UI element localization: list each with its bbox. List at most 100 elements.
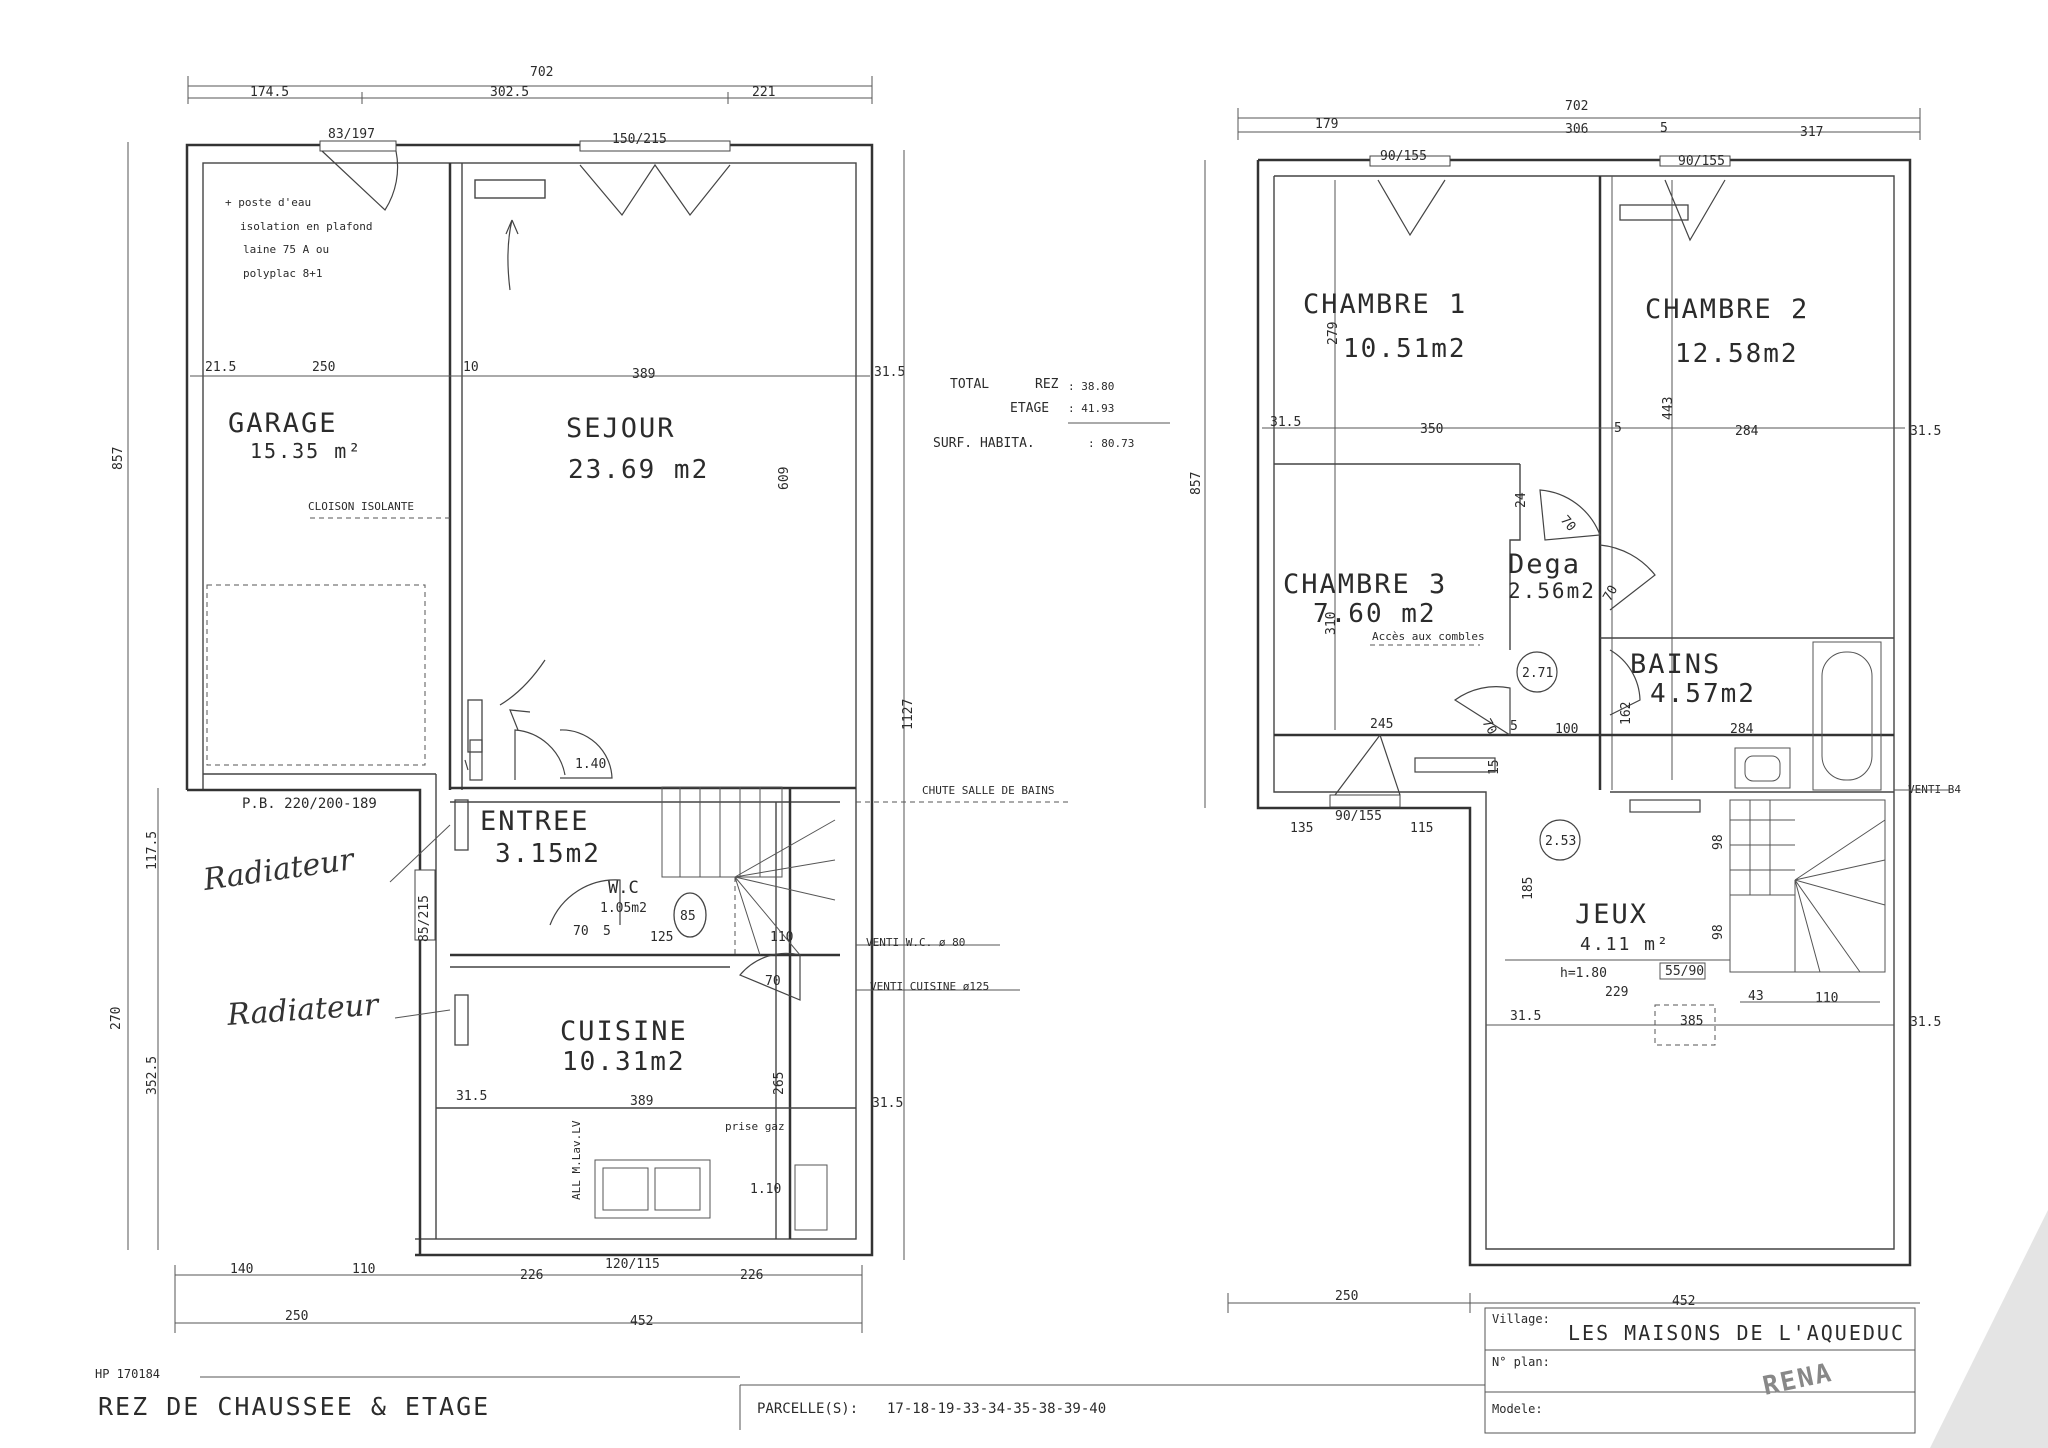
kitchen-sink xyxy=(594,1159,711,1219)
ff-dim-v-279: 279 xyxy=(1326,322,1341,345)
note-isolation-2: laine 75 A ou xyxy=(243,243,329,256)
dim-top-1: 174.5 xyxy=(250,85,289,100)
radiator-entree xyxy=(454,799,469,851)
summary-total-label: TOTAL xyxy=(950,377,989,392)
ff-dim-b-245: 245 xyxy=(1370,717,1393,732)
ff-room-name-chambre-1: CHAMBRE 1 xyxy=(1303,289,1467,320)
ff-dim-j-5590: 55/90 xyxy=(1665,964,1704,979)
ff-dim-window-2: 90/155 xyxy=(1678,154,1725,169)
ff-dim-j-98b: 98 xyxy=(1711,924,1726,940)
dim-r-215: 21.5 xyxy=(205,360,236,375)
outer-wall xyxy=(185,143,874,1257)
ff-dim-j-315: 31.5 xyxy=(1510,1009,1541,1024)
ff-dim-d-70a: 70 xyxy=(1600,583,1621,604)
note-isolation-3: polyplac 8+1 xyxy=(243,267,322,280)
ff-room-name-chambre-2: CHAMBRE 2 xyxy=(1645,294,1809,325)
ff-circle-2 xyxy=(1539,819,1581,861)
summary-surf-label: SURF. HABITA. xyxy=(933,436,1035,451)
note-poste: + poste d'eau xyxy=(225,196,311,209)
ff-dim-r-284: 284 xyxy=(1735,424,1759,439)
dim-wc-85: 85 xyxy=(680,909,696,924)
room-area-cuisine: 10.31m2 xyxy=(562,1047,686,1077)
ff-room-area-bains: 4.57m2 xyxy=(1650,679,1756,709)
dim-h-857: 857 xyxy=(111,447,126,470)
title-modele-label: Modele: xyxy=(1492,1402,1543,1416)
title-stamp: RENA xyxy=(1760,1358,1835,1402)
note-venti-cuisine: VENTI CUISINE ø125 xyxy=(870,980,989,993)
ff-dim-top-2: 306 xyxy=(1565,122,1588,137)
ff-dim-v-24: 24 xyxy=(1514,492,1529,508)
note-pb: P.B. 220/200-189 xyxy=(242,796,377,812)
dim-window-1: 83/197 xyxy=(328,127,375,142)
dim-k-110: 1.10 xyxy=(750,1182,781,1197)
dim-bot-226b: 226 xyxy=(740,1268,763,1283)
dim-wc-110: 110 xyxy=(770,930,793,945)
ff-room-area-chambre-2: 12.58m2 xyxy=(1675,339,1799,369)
ff-room-name-bains: BAINS xyxy=(1630,649,1721,680)
scan-edge-shadow xyxy=(1930,1210,2048,1448)
dim-h-609: 609 xyxy=(777,467,792,490)
ff-dim-j-110: 110 xyxy=(1815,991,1838,1006)
ff-dim-j-win: 90/155 xyxy=(1335,809,1382,824)
ff-dim-b-5: 5 xyxy=(1510,719,1518,734)
ff-outer-wall xyxy=(1256,158,1912,1267)
dim-d-140: 1.40 xyxy=(575,757,606,772)
ff-dim-v-443: 443 xyxy=(1661,397,1676,420)
ff-dim-top-3: 5 xyxy=(1660,121,1668,136)
ff-circle-1 xyxy=(1516,651,1558,693)
note-chute: CHUTE SALLE DE BAINS xyxy=(922,784,1054,797)
ff-dim-j-115: 115 xyxy=(1410,821,1433,836)
ff-dim-j-43: 43 xyxy=(1748,989,1764,1004)
ff-dim-j-135: 135 xyxy=(1290,821,1313,836)
title-block: HP 170184 REZ DE CHAUSSEE & ETAGE PARCEL… xyxy=(95,1210,2048,1448)
ff-dim-j-315b: 31.5 xyxy=(1910,1015,1941,1030)
ff-dim-v-857: 857 xyxy=(1189,472,1204,495)
dim-k-315: 31.5 xyxy=(456,1089,487,1104)
summary-surf-value: : 80.73 xyxy=(1088,437,1134,450)
title-village-label: Village: xyxy=(1492,1312,1550,1326)
ff-dim-top-total: 702 xyxy=(1565,99,1588,114)
summary-rez-value: : 38.80 xyxy=(1068,380,1114,393)
dim-wc-125: 125 xyxy=(650,930,673,945)
room-name-cuisine: CUISINE xyxy=(560,1016,688,1047)
dim-top-2: 302.5 xyxy=(490,85,529,100)
ff-room-area-chambre-1: 10.51m2 xyxy=(1343,334,1467,364)
dim-wc-5: 5 xyxy=(603,924,611,939)
summary-rez-label: REZ xyxy=(1035,377,1059,392)
title-plan-label: N° plan: xyxy=(1492,1355,1550,1369)
dim-side-85: 85/215 xyxy=(417,895,432,942)
dim-k-389: 389 xyxy=(630,1094,653,1109)
room-name-garage: GARAGE xyxy=(228,408,338,439)
washbasin xyxy=(1734,747,1791,789)
dim-bot-452: 452 xyxy=(630,1314,653,1329)
dim-h-1175: 117.5 xyxy=(145,831,160,870)
surface-summary: TOTAL REZ : 38.80 ETAGE : 41.93 SURF. HA… xyxy=(933,377,1170,451)
bathtub xyxy=(1812,641,1882,791)
dim-r-250: 250 xyxy=(312,360,335,375)
room-name-wc: W.C xyxy=(608,878,639,898)
note-isolation-1: isolation en plafond xyxy=(240,220,372,233)
ff-dim-j-385: 385 xyxy=(1680,1014,1703,1029)
ff-dim-bot-250: 250 xyxy=(1335,1289,1358,1304)
room-name-entree: ENTREE xyxy=(480,806,590,837)
title-village-value: LES MAISONS DE L'AQUEDUC xyxy=(1568,1321,1905,1345)
dim-bot-110: 110 xyxy=(352,1262,375,1277)
ff-dim-b-100: 100 xyxy=(1555,722,1578,737)
first-floor-plan: 702 179 306 5 317 90/155 90/155 31.5 350… xyxy=(1189,99,1961,1313)
ff-dim-b-284: 284 xyxy=(1730,722,1754,737)
dim-top-total: 702 xyxy=(530,65,553,80)
dim-h-1127: 1127 xyxy=(901,699,916,730)
dim-wc-70: 70 xyxy=(573,924,589,939)
ff-room-name-jeux: JEUX xyxy=(1575,899,1648,930)
dim-bot-win: 120/115 xyxy=(605,1257,660,1272)
room-area-garage: 15.35 m² xyxy=(250,439,362,463)
dim-bot-226a: 226 xyxy=(520,1268,543,1283)
ff-room-name-chambre-3: CHAMBRE 3 xyxy=(1283,569,1447,600)
room-area-entree: 3.15m2 xyxy=(495,839,601,869)
ff-circle-1-label: 2.71 xyxy=(1522,666,1553,681)
ground-floor-plan: 702 174.5 302.5 221 83/197 150/215 + pos… xyxy=(109,65,1070,1333)
dim-top-3: 221 xyxy=(752,85,775,100)
ff-dim-j-229: 229 xyxy=(1605,985,1628,1000)
title-main: REZ DE CHAUSSEE & ETAGE xyxy=(98,1392,490,1421)
staircase-first xyxy=(1729,799,1886,973)
